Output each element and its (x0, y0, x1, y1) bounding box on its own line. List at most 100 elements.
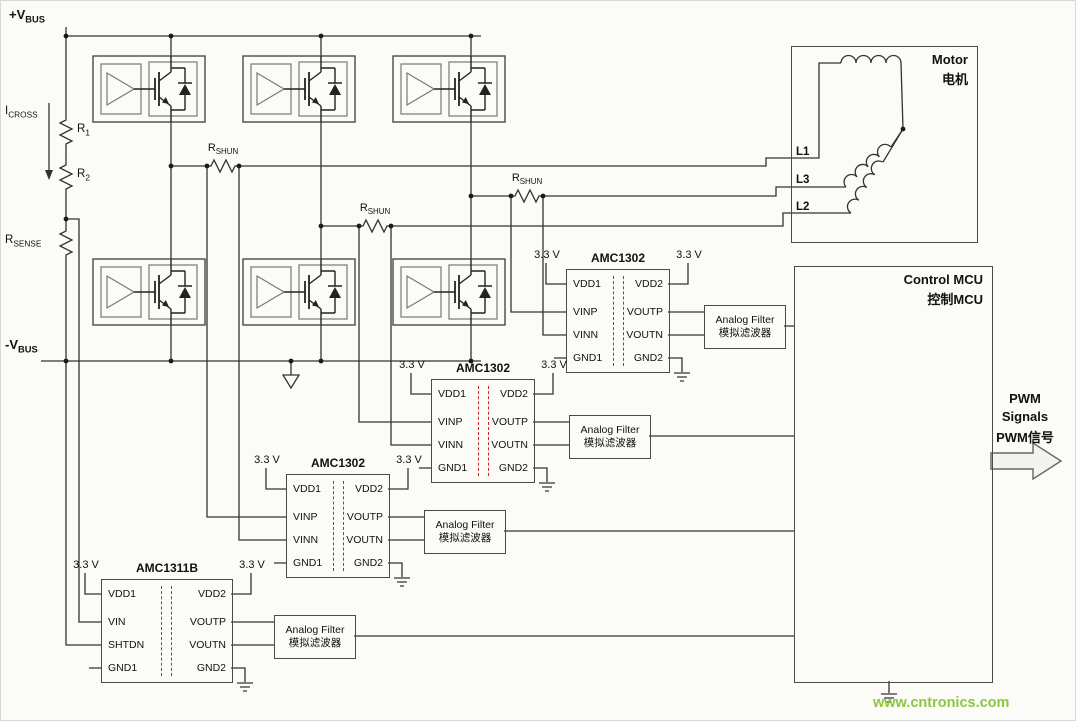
pin-gnd2: GND2 (196, 662, 226, 674)
rshunt-label-3: RSHUN (495, 172, 559, 186)
vbus-positive-label: +VBUS (9, 7, 45, 25)
supply-3v3-label: 3.3 V (399, 359, 425, 371)
isolated-amp-chip-2: AMC1302 3.3 V 3.3 V VDD1 VINP VINN GND1 … (399, 359, 567, 483)
pin-vinp: VINP (573, 306, 598, 318)
pin-vdd2: VDD2 (634, 278, 663, 290)
pwm-label-line1: PWM (1009, 391, 1041, 406)
gate-driver-igbt-module (92, 258, 206, 326)
label-sub: SHUN (215, 147, 239, 157)
gate-driver-igbt-module (242, 258, 356, 326)
pin-gnd1: GND1 (573, 352, 603, 364)
chassis-ground-triangle (281, 374, 301, 390)
phase-label-l2: L2 (796, 201, 810, 213)
pwm-arrow (990, 441, 1063, 481)
supply-3v3-label: 3.3 V (676, 249, 702, 261)
label-main: R (511, 172, 520, 184)
pin-vdd2: VDD2 (197, 588, 226, 600)
gate-driver-igbt-module (242, 55, 356, 123)
analog-filter-box-1: Analog Filter 模拟滤波器 (704, 305, 786, 349)
pin-voutp: VOUTP (189, 616, 226, 628)
pwm-label-line2: Signals (1001, 409, 1049, 424)
motor-title: Motor (931, 52, 968, 67)
chip-title: AMC1311B (135, 561, 199, 575)
filter-label-cn: 模拟滤波器 (288, 637, 342, 649)
gate-driver-igbt-module (392, 258, 506, 326)
supply-3v3-label: 3.3 V (254, 454, 280, 466)
pin-vin: VIN (108, 616, 126, 628)
isolated-amp-chip-1: AMC1302 3.3 V 3.3 V VDD1 VINP VINN GND1 … (534, 249, 702, 373)
supply-3v3-label: 3.3 V (239, 559, 265, 571)
label-sub: SENSE (13, 239, 42, 249)
filter-label-en: Analog Filter (715, 314, 775, 326)
motor-title-cn: 电机 (941, 72, 968, 87)
phase-label-l1: L1 (796, 146, 810, 158)
pin-voutn: VOUTN (491, 439, 528, 451)
pin-vdd1: VDD1 (108, 588, 137, 600)
filter-label-en: Analog Filter (435, 519, 495, 531)
label-sub: 2 (85, 173, 90, 183)
pin-voutn: VOUTN (346, 534, 383, 546)
label-main: R (207, 142, 216, 154)
filter-label-cn: 模拟滤波器 (583, 437, 637, 449)
icross-label: ICROSS (5, 105, 38, 119)
label-main: R (77, 123, 86, 135)
resistor-symbols (58, 116, 543, 259)
pin-vinn: VINN (573, 329, 599, 341)
isolated-amp-chip-3: AMC1302 3.3 V 3.3 V VDD1 VINP VINN GND1 … (254, 454, 422, 578)
control-mcu-block: Control MCU 控制MCU (794, 266, 993, 683)
rshunt-label-2: RSHUN (343, 202, 407, 216)
chip-title: AMC1302 (455, 361, 511, 375)
supply-3v3-label: 3.3 V (396, 454, 422, 466)
pin-voutn: VOUTN (626, 329, 663, 341)
pin-voutp: VOUTP (346, 511, 383, 523)
motor-block: Motor 电机 L1 L3 L2 (791, 46, 978, 243)
mcu-title-cn: 控制MCU (927, 292, 983, 307)
pin-gnd1: GND1 (108, 662, 138, 674)
label-sub: SHUN (519, 177, 543, 187)
chip-io-wires (65, 218, 794, 682)
pwm-label-line3: PWM信号 (996, 430, 1054, 445)
rsense-label: RSENSE (5, 234, 41, 248)
rshunt-label-1: RSHUN (191, 142, 255, 156)
isolation-barrier (478, 386, 489, 476)
filter-label-en: Analog Filter (285, 624, 345, 636)
pin-gnd2: GND2 (498, 462, 528, 474)
isolated-amp-chip-4: AMC1311B 3.3 V 3.3 V VDD1 VIN SHTDN GND1… (73, 559, 265, 683)
filter-label-en: Analog Filter (580, 424, 640, 436)
r1-label: R1 (77, 123, 90, 137)
analog-filter-box-3: Analog Filter 模拟滤波器 (424, 510, 506, 554)
r2-label: R2 (77, 168, 90, 182)
analog-filter-box-2: Analog Filter 模拟滤波器 (569, 415, 651, 459)
label-main: +V (9, 7, 26, 22)
icross-arrowhead (45, 170, 53, 180)
pin-vinp: VINP (438, 416, 463, 428)
pin-vdd1: VDD1 (438, 388, 467, 400)
label-sub: 1 (85, 128, 90, 138)
junction-dots (63, 33, 906, 364)
pin-vinn: VINN (438, 439, 464, 451)
isolation-barrier (161, 586, 172, 676)
pin-voutp: VOUTP (626, 306, 663, 318)
pin-gnd1: GND1 (293, 557, 323, 569)
pin-vinn: VINN (293, 534, 319, 546)
gate-driver-igbt-module (92, 55, 206, 123)
phase-label-l3: L3 (796, 174, 810, 186)
supply-3v3-label: 3.3 V (541, 359, 567, 371)
pin-vinp: VINP (293, 511, 318, 523)
gate-driver-igbt-module (392, 55, 506, 123)
label-main: R (5, 234, 14, 246)
supply-3v3-label: 3.3 V (73, 559, 99, 571)
phase-wires (239, 62, 904, 227)
pin-vdd2: VDD2 (499, 388, 528, 400)
isolation-barrier (613, 276, 624, 366)
filter-label-cn: 模拟滤波器 (718, 327, 772, 339)
label-main: -V (5, 337, 18, 352)
dc-bus-wires (41, 27, 890, 693)
chip-title: AMC1302 (310, 456, 366, 470)
chip-title: AMC1302 (590, 251, 646, 265)
label-main: R (359, 202, 368, 214)
pin-gnd1: GND1 (438, 462, 468, 474)
filter-label-cn: 模拟滤波器 (438, 532, 492, 544)
